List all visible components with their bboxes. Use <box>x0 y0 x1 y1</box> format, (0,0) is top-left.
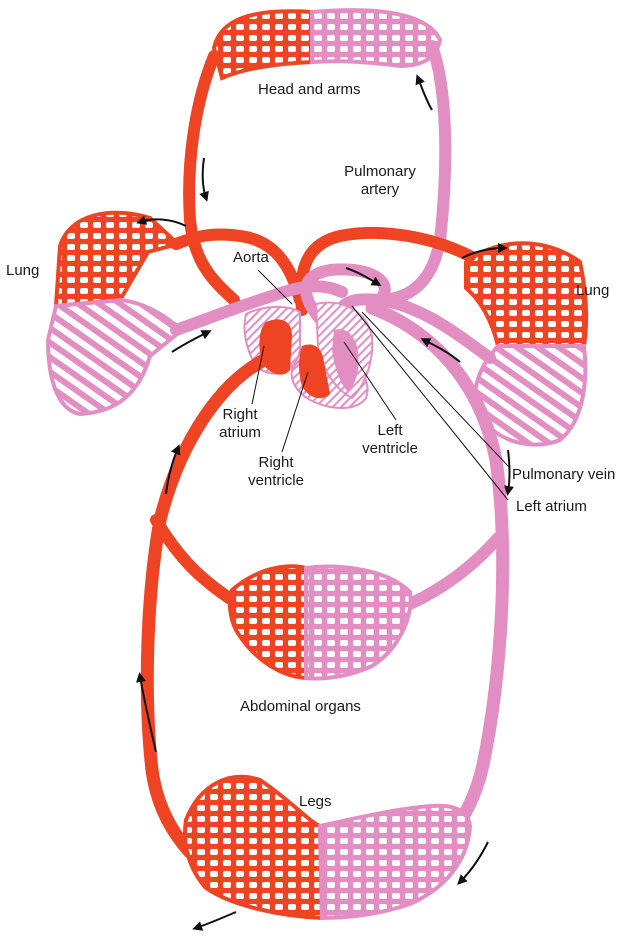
label-pulmonary-vein: Pulmonary vein <box>512 466 615 484</box>
abdominal-vein <box>156 520 232 600</box>
abdominal-artery <box>410 538 498 604</box>
label-abdominal-organs: Abdominal organs <box>240 698 361 716</box>
left-lung <box>48 213 182 414</box>
label-left-ventricle: Left ventricle <box>350 422 430 458</box>
label-lung-right: Lung <box>576 282 609 300</box>
label-right-atrium: Right atrium <box>210 406 270 442</box>
label-pulmonary-artery: Pulmonary artery <box>330 163 430 199</box>
label-aorta: Aorta <box>233 249 269 267</box>
abdominal-capillary <box>230 566 411 678</box>
label-right-ventricle: Right ventricle <box>236 454 316 490</box>
arrow-aorta-down <box>508 450 510 492</box>
head-artery <box>189 56 234 300</box>
label-legs: Legs <box>299 793 332 811</box>
head-arms-capillary <box>214 10 440 78</box>
arrow-legs-left <box>196 912 236 928</box>
arrow-head-down <box>203 158 206 198</box>
label-head-and-arms: Head and arms <box>258 81 361 99</box>
arrow-head-return <box>418 78 432 110</box>
label-lung-left: Lung <box>6 262 39 280</box>
label-left-atrium: Left atrium <box>516 498 587 516</box>
